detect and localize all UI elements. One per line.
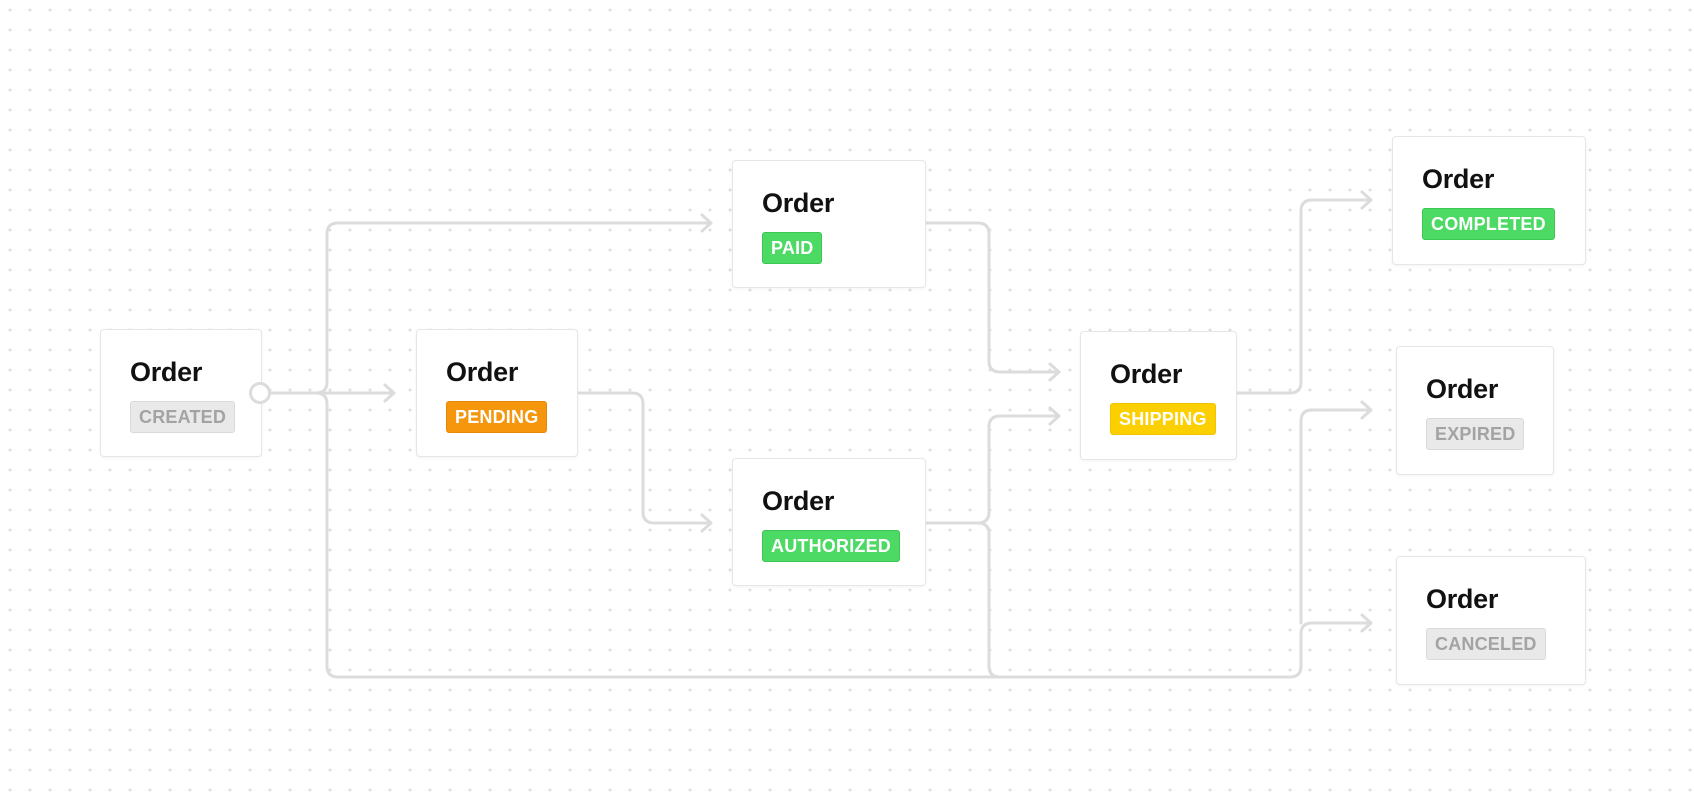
node-shipping[interactable]: Order SHIPPING bbox=[1080, 331, 1237, 460]
node-authorized[interactable]: Order AUTHORIZED bbox=[732, 458, 926, 586]
status-badge-pending: PENDING bbox=[446, 401, 548, 433]
arrowhead-authorized-to-shipping bbox=[1048, 406, 1061, 426]
edge-authorized-to-bus bbox=[976, 521, 1002, 679]
edge-authorized-to-expired bbox=[1299, 408, 1372, 625]
arrowhead-shipping-to-completed bbox=[1360, 190, 1373, 210]
status-badge-canceled: CANCELED bbox=[1426, 628, 1546, 660]
status-badge-shipping: SHIPPING bbox=[1110, 403, 1216, 435]
edge-shipping-to-completed bbox=[1234, 198, 1372, 395]
node-expired[interactable]: Order EXPIRED bbox=[1396, 346, 1554, 475]
edge-paid-to-shipping bbox=[924, 221, 1060, 374]
edge-pending-to-authorized bbox=[576, 391, 712, 525]
node-completed[interactable]: Order COMPLETED bbox=[1392, 136, 1586, 265]
node-title: Order bbox=[1426, 374, 1499, 404]
arrowhead-created-to-pending bbox=[383, 383, 396, 403]
node-title: Order bbox=[762, 486, 835, 516]
status-badge-expired: EXPIRED bbox=[1426, 418, 1525, 450]
edge-authorized-to-shipping bbox=[924, 414, 1060, 525]
node-canceled[interactable]: Order CANCELED bbox=[1396, 556, 1586, 685]
node-created[interactable]: Order CREATED bbox=[100, 329, 262, 457]
node-pending[interactable]: Order PENDING bbox=[416, 329, 578, 457]
arrowhead-pending-to-authorized bbox=[700, 513, 713, 533]
start-connector-handle[interactable] bbox=[249, 382, 271, 404]
status-badge-created: CREATED bbox=[130, 401, 236, 433]
arrowhead-to-canceled bbox=[1360, 613, 1373, 633]
arrowhead-paid-to-shipping bbox=[1048, 362, 1061, 382]
status-badge-completed: COMPLETED bbox=[1422, 208, 1555, 240]
node-title: Order bbox=[446, 357, 519, 387]
node-title: Order bbox=[130, 357, 203, 387]
node-title: Order bbox=[1422, 164, 1495, 194]
status-badge-authorized: AUTHORIZED bbox=[762, 530, 900, 562]
status-badge-paid: PAID bbox=[762, 232, 823, 264]
node-title: Order bbox=[762, 188, 835, 218]
node-title: Order bbox=[1426, 584, 1499, 614]
node-paid[interactable]: Order PAID bbox=[732, 160, 926, 288]
node-title: Order bbox=[1110, 359, 1183, 389]
arrowhead-to-expired bbox=[1360, 400, 1373, 420]
arrowhead-created-to-paid bbox=[700, 213, 713, 233]
